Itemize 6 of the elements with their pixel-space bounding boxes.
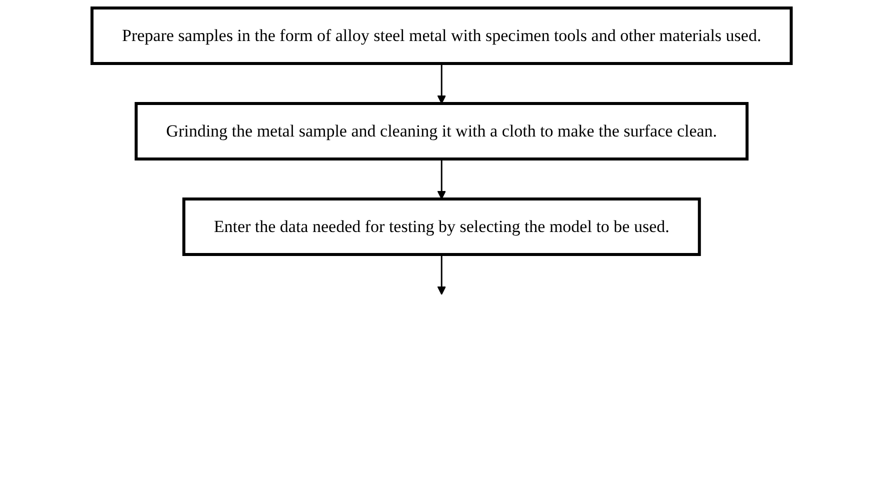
node-box: Enter the data needed for testing by selecting the model to be used. [182, 198, 701, 256]
arrow [437, 254, 446, 295]
node-box: Prepare samples in the form of alloy steel metal with specimen tools and other materials used. [90, 6, 793, 65]
arrow [437, 64, 446, 104]
node-box: Grinding the metal sample and cleaning it with a cloth to make the surface clean. [134, 102, 748, 160]
arrow [437, 159, 446, 200]
